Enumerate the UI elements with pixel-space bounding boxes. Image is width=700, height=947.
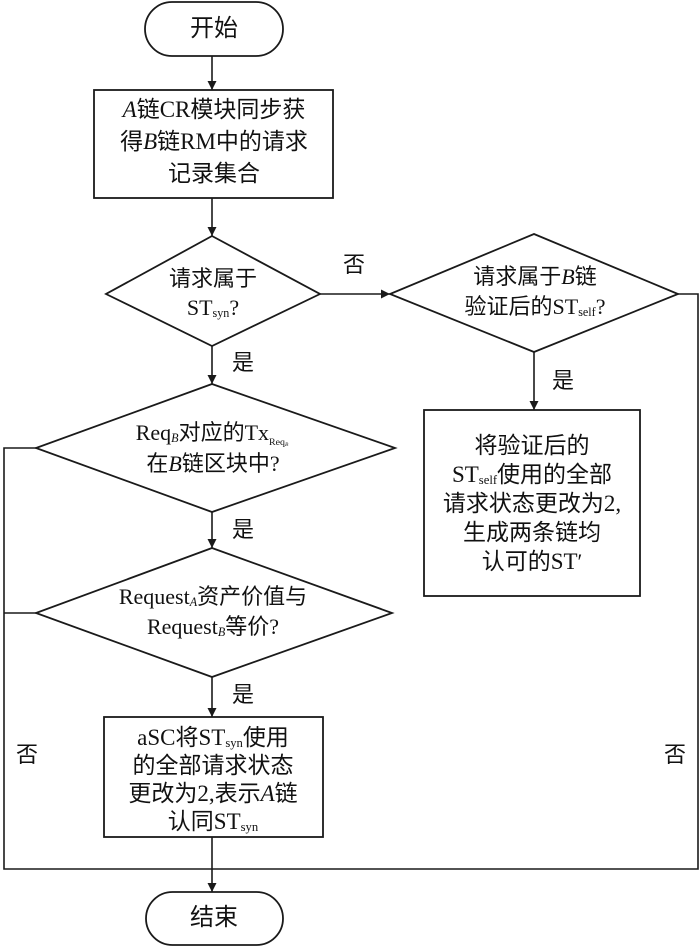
decision-st-self-line-2: 验证后的STself? [464,294,606,319]
decision-st-self [387,233,681,353]
sync-requests-line-3: 记录集合 [168,161,260,186]
edge-label-yes-d4: 是 [552,368,575,393]
edge-label-yes-d2: 是 [232,517,255,542]
decision-value-line-2: RequestB等价? [146,614,280,639]
start-label: 开始 [190,16,238,42]
update-st-syn-line-4: 认同STsyn [167,809,259,834]
end-terminal [145,891,284,946]
edge-label-no-right: 否 [664,742,687,767]
edge-d4-no-to-end [212,293,699,870]
update-st-self-line-5: 认可的ST′ [481,549,583,574]
update-st-syn-line-3: 更改为2,表示A链 [128,781,298,806]
update-st-self-line-4: 生成两条链均 [463,520,601,545]
update-st-self-line-3: 请求状态更改为2, [442,491,622,516]
edge-label-no-d1: 否 [343,252,366,277]
sync-requests-line-1: A链CR模块同步获 [122,97,306,122]
sync-requests-line-2: 得B链RM中的请求 [120,129,308,154]
decision-tx-line-1: ReqB对应的TxReqB [135,420,289,449]
edge-label-yes-d1: 是 [232,350,255,375]
start-terminal [144,1,284,57]
update-st-self-line-2: STself使用的全部 [451,462,613,487]
end-label: 结束 [190,905,238,931]
decision-st-self-line-1: 请求属于B链 [473,264,597,289]
edge-label-no-left: 否 [16,742,39,767]
update-st-self-box [423,409,641,597]
sync-requests-box [93,89,334,199]
decision-tx-in-block [33,383,398,513]
decision-value-line-1: RequestA资产价值与 [118,584,308,609]
decision-tx-line-2: 在B链区块中? [146,451,280,476]
edge-d2-no [3,447,212,870]
update-st-syn-line-2: 的全部请求状态 [132,753,294,778]
update-st-syn-line-1: aSC将STsyn使用 [137,725,289,750]
update-st-syn-box [103,716,324,838]
edge-label-yes-d3: 是 [232,682,255,707]
decision-st-syn-line-1: 请求属于 [168,266,258,291]
decision-st-syn-line-2: STsyn? [186,295,240,320]
decision-value-equivalent [33,547,395,678]
update-st-self-line-1: 将验证后的 [474,433,590,458]
